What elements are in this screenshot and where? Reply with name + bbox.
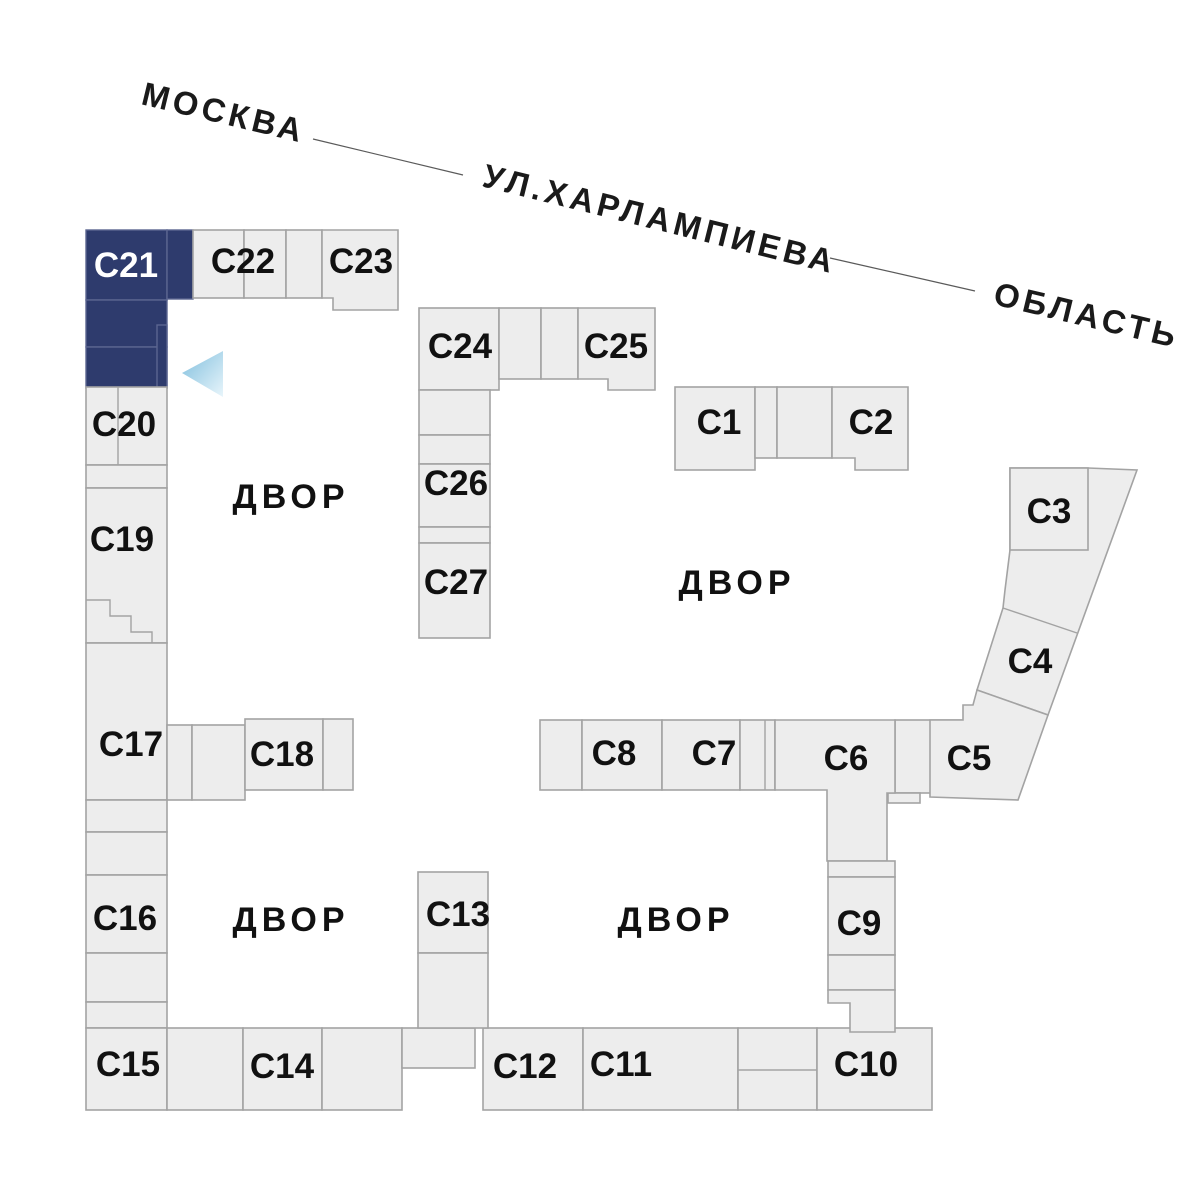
building-c21[interactable]: С21 (85, 229, 194, 389)
building-c26[interactable]: С26 (418, 389, 491, 528)
street-annotations: МОСКВА УЛ.ХАРЛАМПИЕВА ОБЛАСТЬ (138, 75, 1183, 355)
moscow-street-label: МОСКВА (138, 75, 309, 150)
building-c20[interactable]: С20 (85, 386, 168, 489)
building-c17-label: С17 (99, 725, 163, 764)
building-annex (418, 389, 491, 436)
building-annex (417, 952, 489, 1029)
building-c22-label: С22 (211, 242, 275, 281)
building-annex (85, 799, 168, 833)
building-annex (191, 724, 246, 801)
building-c16[interactable]: С16 (85, 799, 168, 1029)
building-c25-label: С25 (584, 327, 648, 366)
building-annex (85, 831, 168, 876)
building-annex (401, 1027, 476, 1069)
building-c26-label: С26 (424, 464, 488, 503)
building-c13[interactable]: С13 (417, 871, 490, 1029)
building-c24-label: С24 (428, 327, 493, 366)
building-c7-label: С7 (692, 734, 737, 773)
oblast-street-label: ОБЛАСТЬ (990, 275, 1183, 355)
building-annex (539, 719, 583, 791)
courtyard-label-bottom-right: ДВОР (617, 901, 734, 939)
building-c22[interactable]: С22 (192, 229, 323, 299)
building-c13-label: С13 (426, 895, 490, 934)
building-c25[interactable]: С25 (577, 307, 656, 391)
building-annex (827, 989, 896, 1033)
street-line-right (829, 257, 976, 292)
building-annex (85, 952, 168, 1003)
building-annex (498, 307, 542, 380)
building-annex (827, 860, 896, 878)
building-c24[interactable]: С24 (418, 307, 579, 391)
building-c18[interactable]: С18 (244, 718, 354, 791)
building-annex (737, 1027, 818, 1111)
building-annex (166, 724, 193, 801)
building-c3[interactable]: С3 (1009, 467, 1089, 551)
building-c2-label: С2 (849, 403, 894, 442)
building-c11[interactable]: С11 (582, 1027, 739, 1111)
courtyard-label-top-left: ДВОР (232, 478, 349, 516)
building-c3-label: С3 (1027, 492, 1072, 531)
building-c21-label: С21 (94, 246, 158, 285)
kharlampieva-street-label: УЛ.ХАРЛАМПИЕВА (479, 157, 840, 281)
building-c12[interactable]: С12 (482, 1027, 584, 1111)
courtyard-label-bottom-left: ДВОР (232, 901, 349, 939)
building-c23-label: С23 (329, 242, 393, 281)
building-c19[interactable]: С19 (85, 487, 168, 644)
building-c27[interactable]: С27 (418, 526, 491, 639)
building-c1[interactable]: С1 (674, 386, 833, 471)
building-annex (739, 719, 776, 791)
building-c16-label: С16 (93, 899, 157, 938)
building-c6-label: С6 (824, 739, 869, 778)
building-c12-label: С12 (493, 1047, 557, 1086)
building-annex (540, 307, 579, 380)
building-c5-label: С5 (947, 739, 992, 778)
building-c20-label: С20 (92, 405, 156, 444)
building-c15[interactable]: С15 (85, 1027, 244, 1111)
building-annex (322, 718, 354, 791)
building-c18-label: С18 (250, 735, 314, 774)
street-line-left (312, 138, 464, 176)
building-annex (418, 526, 491, 544)
courtyard-label-top-right: ДВОР (678, 564, 795, 602)
building-c19-label: С19 (90, 520, 154, 559)
building-annex (754, 386, 778, 459)
building-c17[interactable]: С17 (85, 642, 246, 801)
building-c14[interactable]: С14 (242, 1027, 403, 1111)
building-annex (827, 954, 896, 991)
building-c14-label: С14 (250, 1047, 315, 1086)
building-c4-label: С4 (1008, 642, 1053, 681)
building-c10-label: С10 (834, 1045, 898, 1084)
building-annex (166, 1027, 244, 1111)
selected-building-arrow-icon (182, 351, 223, 397)
building-c1-label: С1 (697, 403, 742, 442)
building-c2[interactable]: С2 (831, 386, 909, 471)
building-c23[interactable]: С23 (321, 229, 399, 311)
building-c8-label: С8 (592, 734, 637, 773)
building-c5[interactable]: С5 (887, 688, 1050, 804)
building-annex (776, 386, 833, 459)
building-annex (85, 1001, 168, 1029)
building-c27-label: С27 (424, 563, 488, 602)
building-c7[interactable]: С7 (661, 719, 776, 791)
building-c6[interactable]: С6 (774, 719, 896, 862)
building-c10[interactable]: С10 (737, 1027, 933, 1111)
building-c9-label: С9 (837, 904, 882, 943)
building-annex (418, 434, 491, 465)
building-c11-label: С11 (590, 1045, 652, 1084)
building-annex (887, 792, 921, 804)
building-c8[interactable]: С8 (539, 719, 663, 791)
building-c15-label: С15 (96, 1045, 160, 1084)
building-c9[interactable]: С9 (827, 860, 896, 1033)
building-annex (321, 1027, 403, 1111)
courtyard-labels: ДВОР ДВОР ДВОР ДВОР (232, 478, 795, 939)
